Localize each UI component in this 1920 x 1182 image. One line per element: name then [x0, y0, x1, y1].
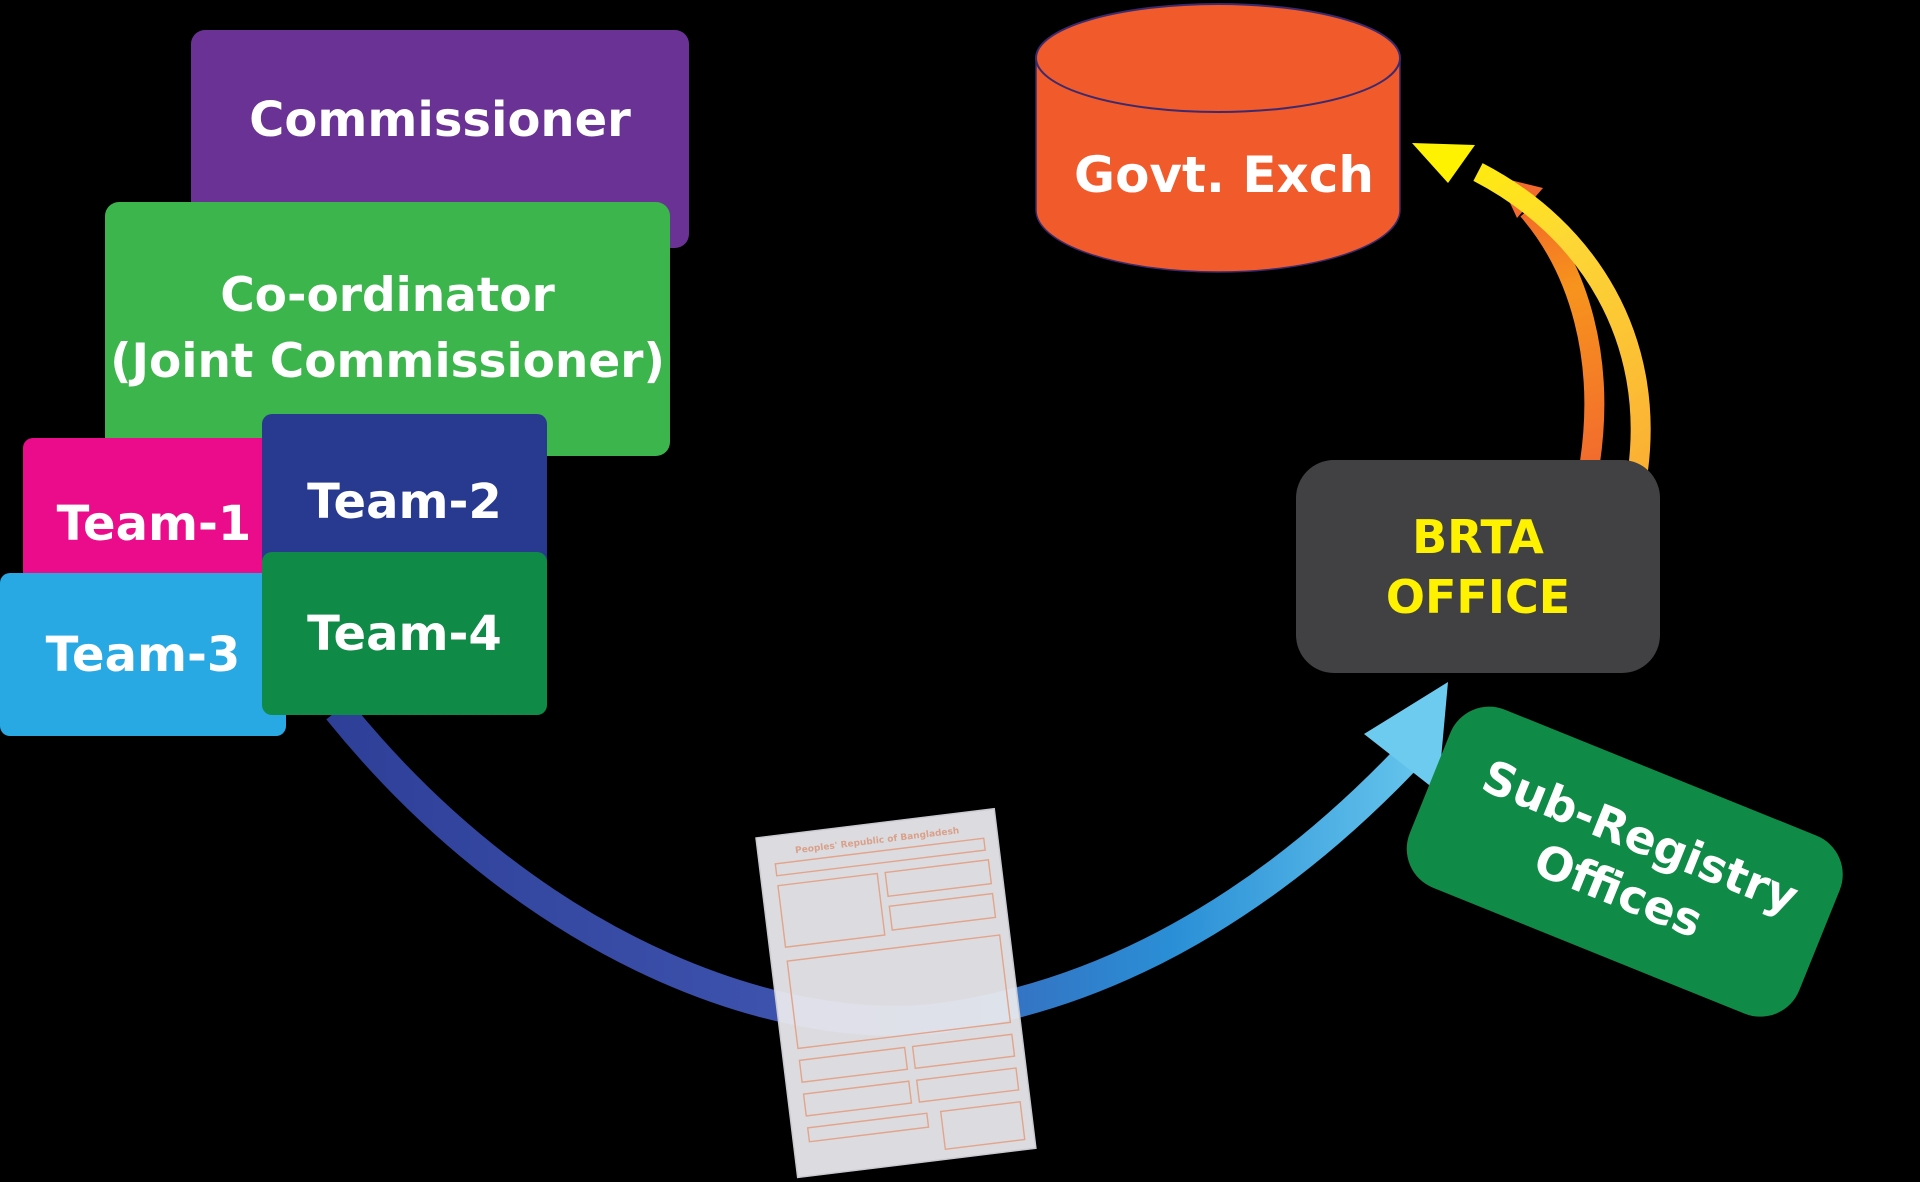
team-3-box: Team-3	[0, 573, 286, 736]
brta-to-db-arrow-yellow	[1473, 163, 1651, 472]
brta-label-line2: OFFICE	[1385, 569, 1571, 624]
coordinator-label-line1: Co-ordinator	[220, 268, 555, 323]
brta-to-db-arrowhead-yellow	[1412, 143, 1475, 183]
brta-label-line1: BRTA	[1412, 509, 1544, 564]
team-2-label: Team-2	[307, 474, 502, 530]
database-cylinder	[1035, 3, 1401, 273]
brta-office-box: BRTA OFFICE	[1296, 460, 1660, 673]
team-1-label: Team-1	[56, 496, 252, 552]
coordinator-label-line2: (Joint Commissioner)	[110, 334, 665, 389]
commissioner-label: Commissioner	[249, 92, 631, 148]
database-label: Govt. Exch	[1074, 146, 1374, 204]
coordinator-box: Co-ordinator (Joint Commissioner)	[105, 202, 670, 456]
teams-to-brta-arrowhead	[1364, 682, 1448, 792]
team-4-box: Team-4	[262, 552, 547, 715]
team-3-label: Team-3	[45, 626, 241, 683]
teams-to-brta-arrow	[326, 700, 1416, 1036]
team-4-label: Team-4	[307, 605, 502, 662]
brta-to-db-arrow-orange	[1520, 203, 1605, 464]
